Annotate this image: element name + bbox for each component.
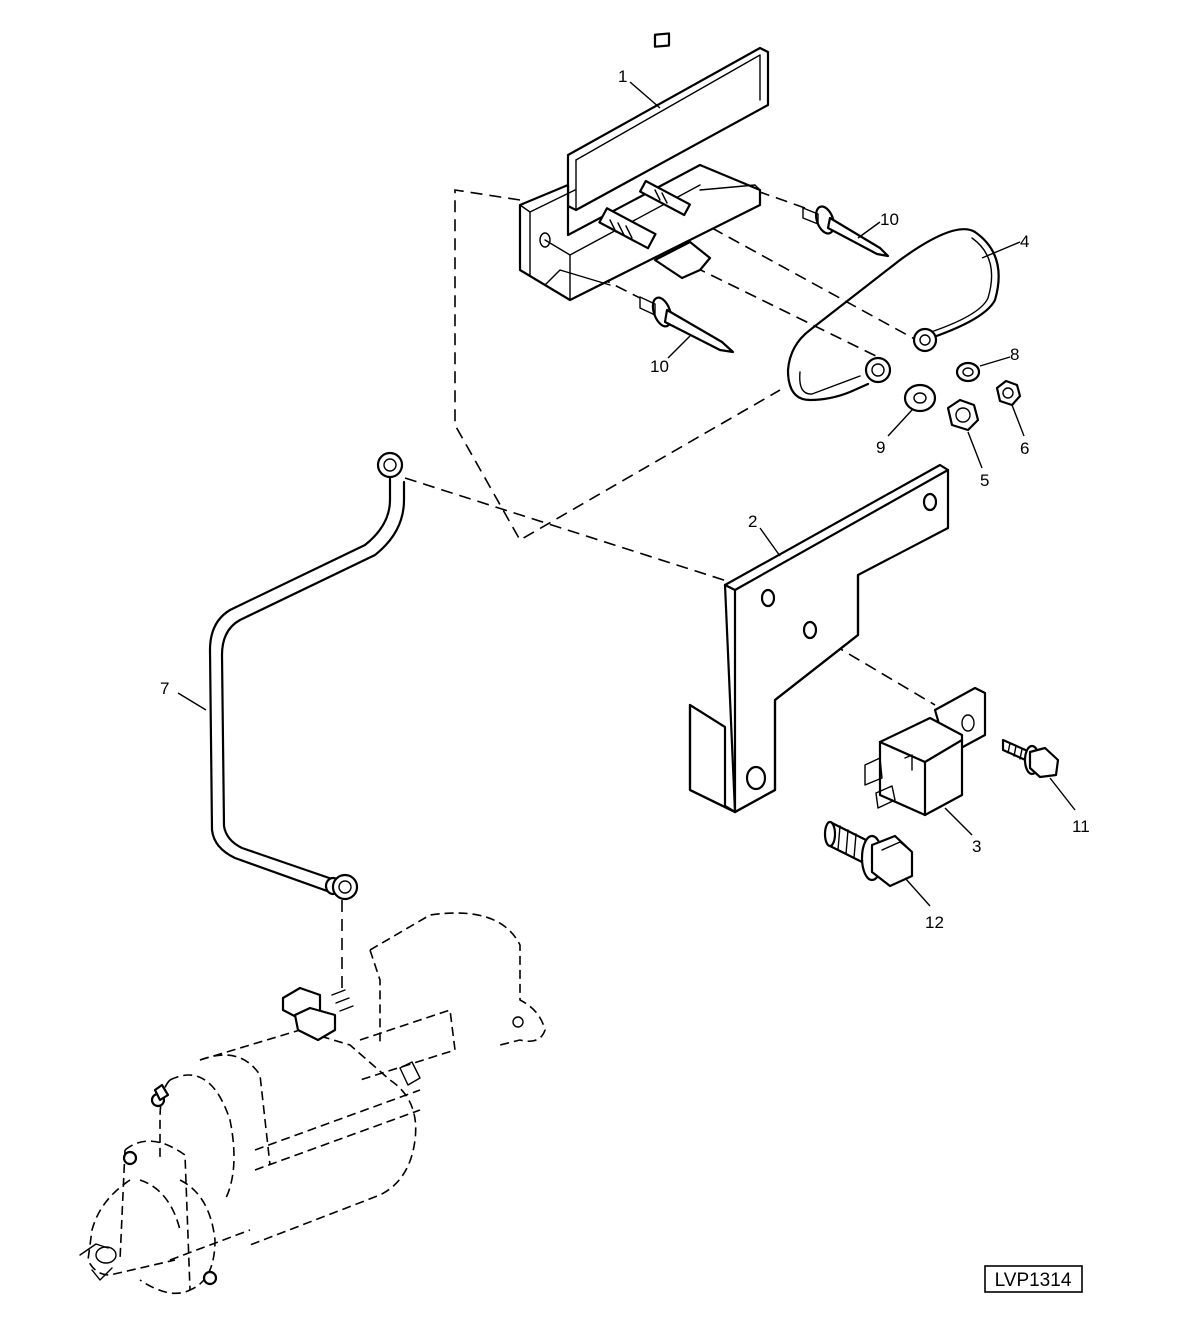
callout-9: 9: [876, 438, 885, 457]
callout-10-upper: 10: [880, 210, 899, 229]
jumper-wire-part: [786, 228, 1000, 402]
rivet-lower: [639, 296, 735, 354]
fuse-element: [598, 179, 691, 250]
callouts: 1 2 3 4 5 6 7 8 9 10 10 11 12: [160, 67, 1090, 932]
fuse-holder-part: [518, 32, 770, 302]
rivet-upper: [802, 205, 890, 258]
bolt-11: [1001, 738, 1060, 779]
bracket-part: [688, 463, 950, 814]
bolt-12: [823, 820, 914, 888]
callout-11: 11: [1072, 817, 1090, 836]
relay-part: [864, 686, 987, 817]
callout-1: 1: [618, 67, 627, 86]
callout-8: 8: [1010, 345, 1019, 364]
reference-code-box: LVP1314: [984, 1265, 1083, 1293]
cable-part: [208, 451, 406, 901]
callout-4: 4: [1020, 232, 1029, 251]
washer-8: [955, 361, 981, 383]
reference-code: LVP1314: [995, 1270, 1072, 1291]
callout-10-lower: 10: [650, 357, 669, 376]
callout-3: 3: [972, 837, 981, 856]
callout-2: 2: [748, 512, 757, 531]
starter-motor-phantom: [79, 912, 546, 1295]
nut-6: [995, 379, 1022, 407]
callout-12: 12: [925, 913, 944, 932]
washer-9: [903, 383, 937, 413]
callout-6: 6: [1020, 439, 1029, 458]
callout-5: 5: [980, 471, 989, 490]
callout-7: 7: [160, 679, 169, 698]
nut-5: [946, 398, 980, 432]
